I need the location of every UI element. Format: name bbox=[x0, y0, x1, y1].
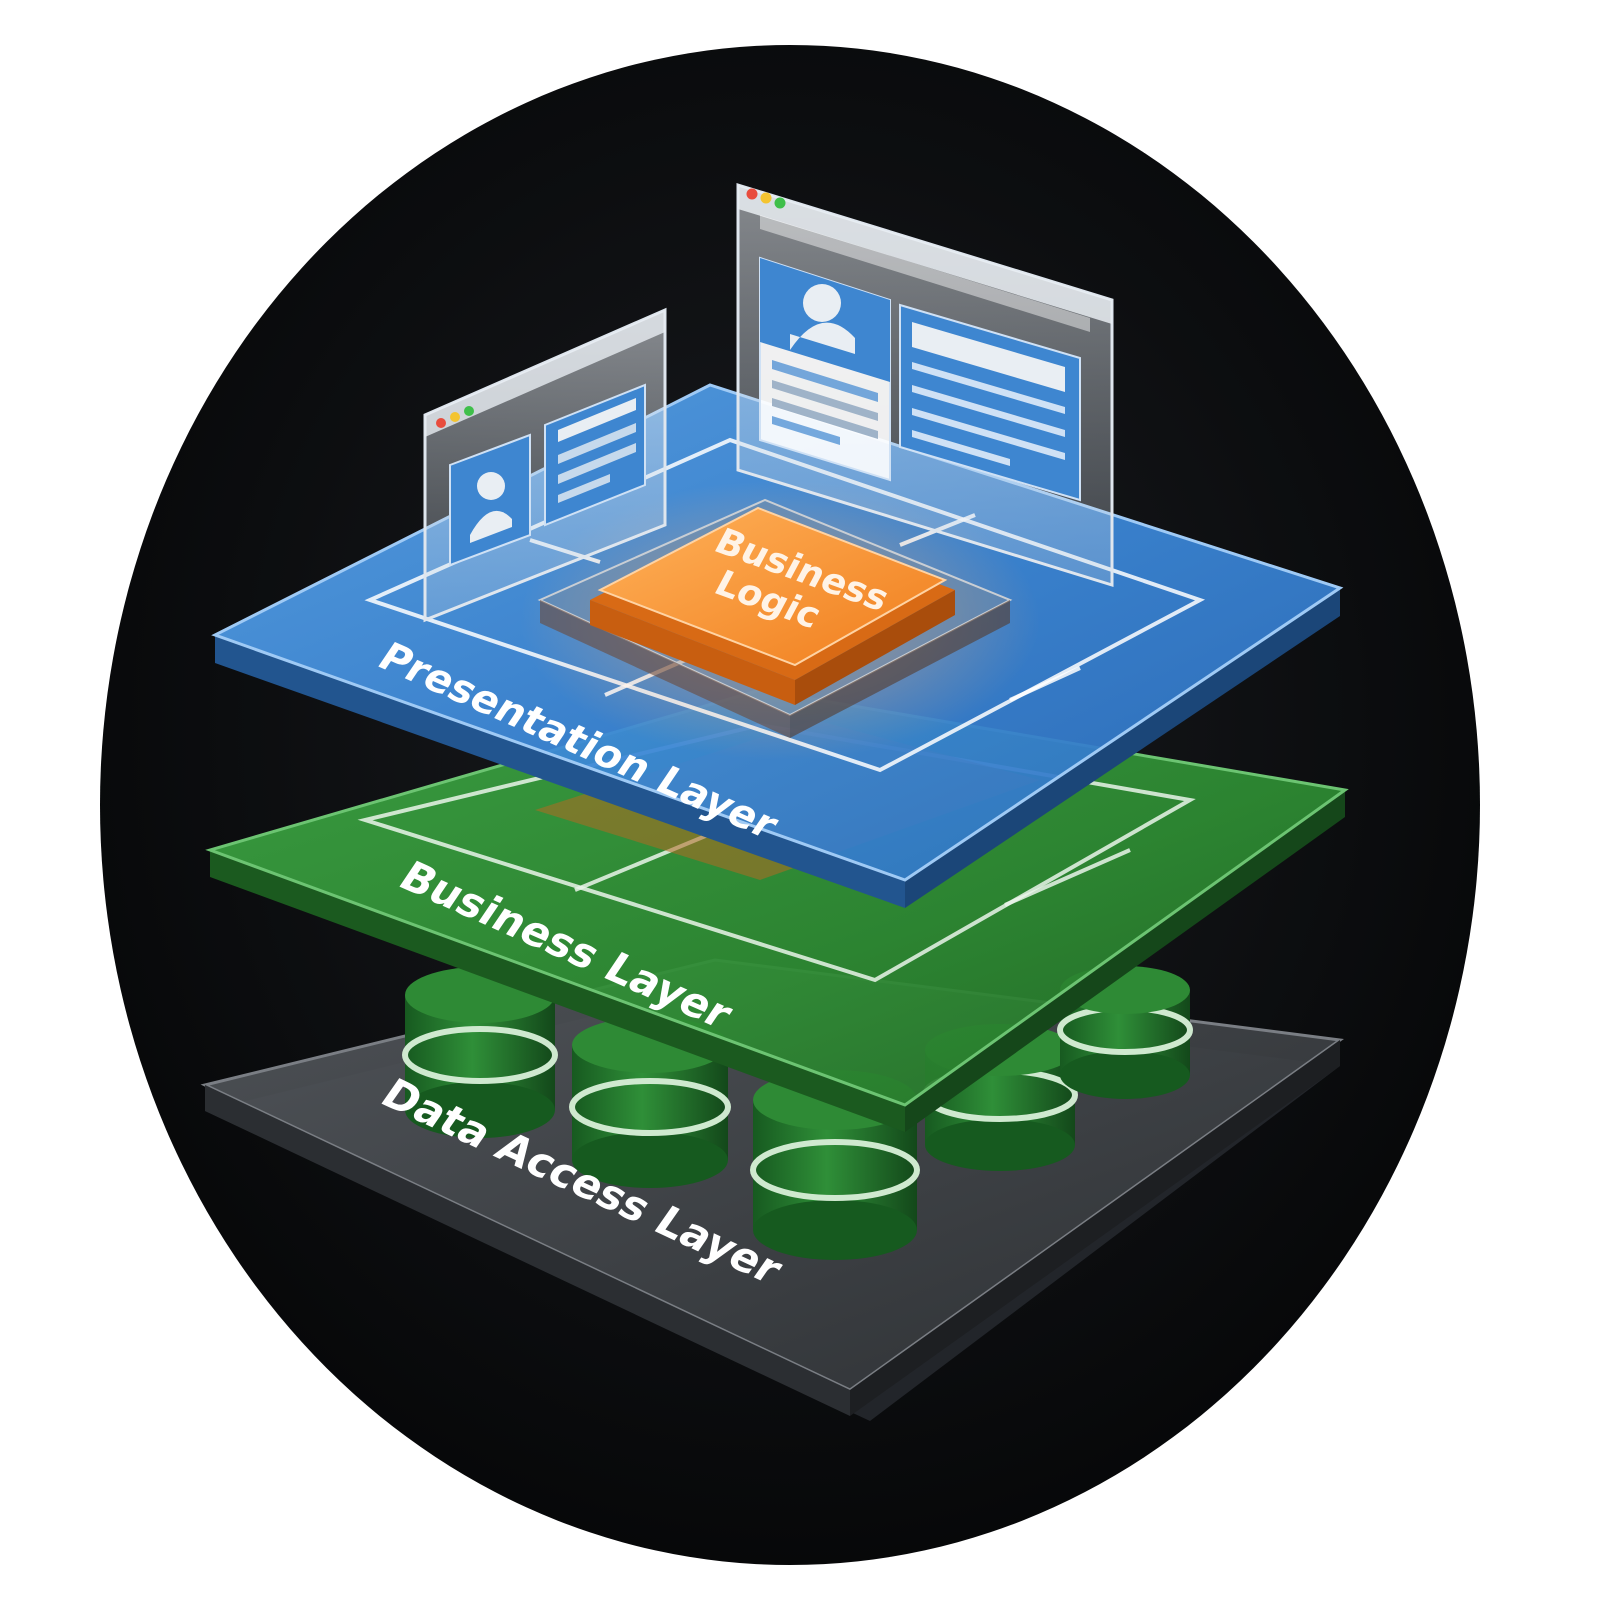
user-avatar-icon bbox=[470, 472, 512, 543]
business-logic-chip bbox=[537, 498, 1013, 738]
database-icon bbox=[1057, 966, 1193, 1099]
user-card bbox=[449, 433, 531, 567]
user-avatar-icon bbox=[790, 284, 855, 354]
small-browser-window bbox=[423, 307, 667, 623]
window-controls-icon bbox=[746, 188, 786, 209]
form-card bbox=[544, 383, 646, 527]
window-controls-icon bbox=[436, 406, 474, 428]
large-browser-window bbox=[736, 182, 1114, 588]
business-logic-chip-top bbox=[597, 506, 948, 667]
